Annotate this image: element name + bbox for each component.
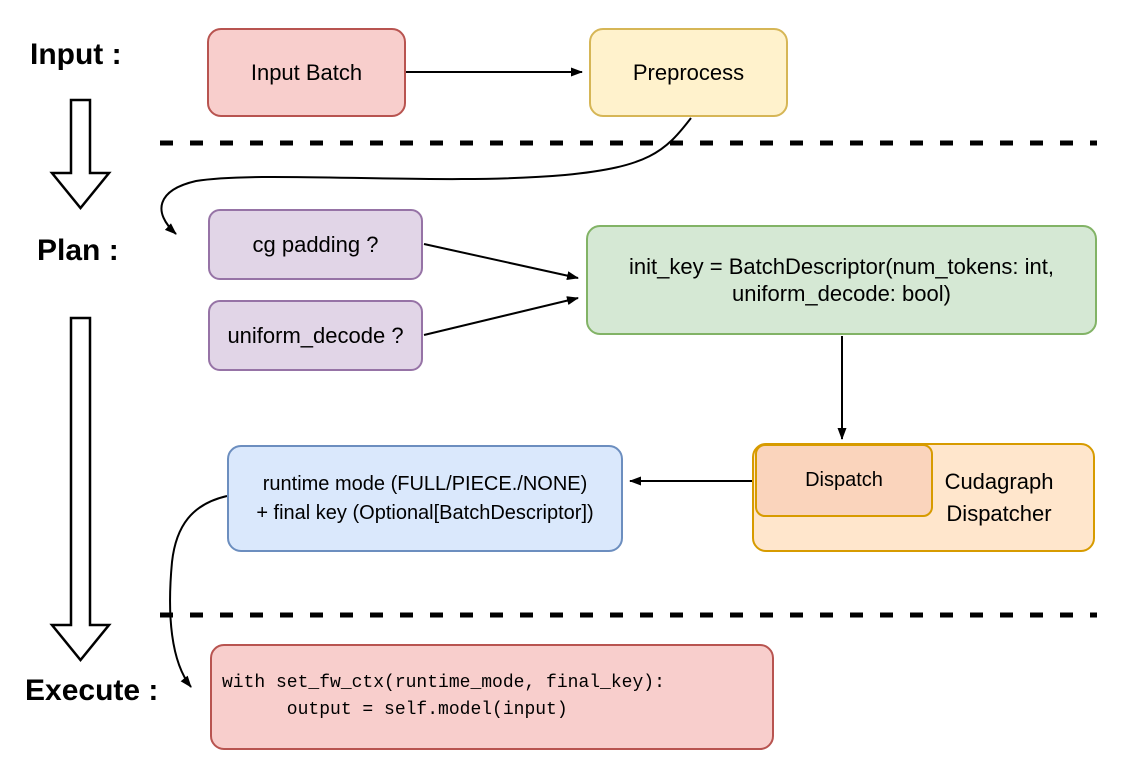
node-dispatch: Dispatch — [755, 444, 933, 517]
cudagraph-dispatcher-label: Cudagraph Dispatcher — [909, 445, 1089, 550]
node-init-key-line1: init_key = BatchDescriptor(num_tokens: i… — [629, 253, 1054, 279]
node-preprocess-label: Preprocess — [632, 59, 745, 85]
node-cg-padding-label: cg padding ? — [252, 231, 379, 257]
node-input-batch-label: Input Batch — [250, 59, 363, 85]
execute-code-line1: with set_fw_ctx(runtime_mode, final_key)… — [222, 673, 665, 693]
section-label-plan: Plan : — [37, 234, 119, 267]
section-label-execute: Execute : — [25, 674, 159, 707]
node-uniform-decode: uniform_decode ? — [208, 300, 423, 371]
node-runtime-result: runtime mode (FULL/PIECE./NONE) + final … — [227, 445, 623, 552]
node-runtime-line2: + final key (Optional[BatchDescriptor]) — [256, 501, 594, 524]
input-to-plan-arrow-icon — [49, 98, 112, 210]
node-execute-code: with set_fw_ctx(runtime_mode, final_key)… — [210, 644, 774, 750]
connector-cgpadding-to-initkey — [423, 243, 579, 281]
node-dispatch-label: Dispatch — [805, 469, 883, 491]
plan-to-execute-arrow-icon — [49, 316, 112, 662]
execute-code-line2: output = self.model(input) — [222, 700, 568, 720]
section-label-input: Input : — [30, 38, 122, 71]
node-preprocess: Preprocess — [589, 28, 788, 117]
connector-preprocess-to-cgpadding — [160, 117, 692, 235]
node-uniform-decode-label: uniform_decode ? — [227, 322, 404, 348]
node-input-batch: Input Batch — [207, 28, 406, 117]
node-init-key-line2: uniform_decode: bool) — [732, 281, 951, 306]
node-runtime-line1: runtime mode (FULL/PIECE./NONE) — [262, 472, 588, 495]
connector-uniformdecode-to-initkey — [423, 296, 579, 336]
cudagraph-dispatcher-line1: Cudagraph — [944, 468, 1054, 494]
connector-runtime-to-executecode — [169, 495, 228, 688]
node-init-key: init_key = BatchDescriptor(num_tokens: i… — [586, 225, 1097, 335]
cudagraph-dispatcher-line2: Dispatcher — [946, 500, 1052, 526]
node-cg-padding: cg padding ? — [208, 209, 423, 280]
